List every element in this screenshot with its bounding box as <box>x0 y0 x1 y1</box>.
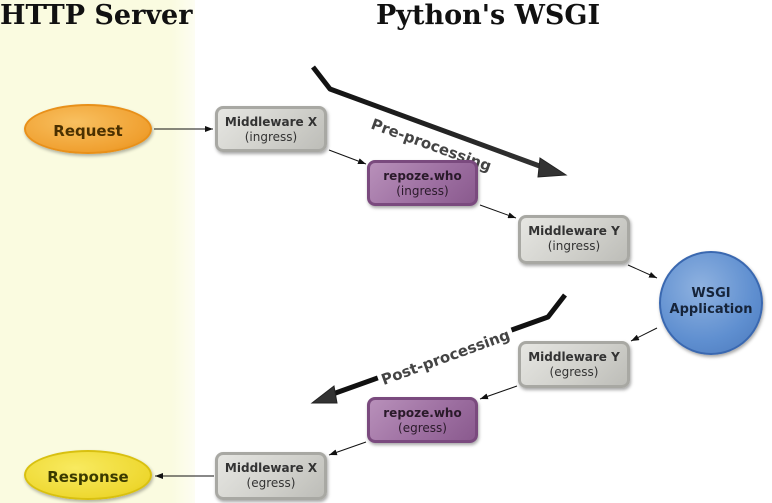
middleware-x-egress-node: Middleware X (egress) <box>215 452 327 500</box>
repoze-who-egress-node: repoze.who (egress) <box>367 397 478 443</box>
wsgi-application-node: WSGI Application <box>659 251 763 355</box>
arrow-repoze-to-mwx <box>328 441 367 456</box>
arrow-repoze-to-mwy <box>479 204 517 219</box>
response-node: Response <box>24 450 152 500</box>
middleware-x-ingress-node: Middleware X (ingress) <box>215 106 327 152</box>
node-phase: (egress) <box>549 365 599 379</box>
node-phase: (egress) <box>398 421 447 435</box>
node-phase: (ingress) <box>547 239 601 253</box>
arrow-mwx-to-repoze <box>328 149 367 165</box>
pre-processing-arrow <box>311 65 546 171</box>
node-name: repoze.who <box>383 406 462 420</box>
python-wsgi-heading: Python's WSGI <box>376 0 601 31</box>
post-processing-arrowhead <box>310 385 338 404</box>
pre-processing-arrowhead <box>537 157 568 178</box>
node-phase: (egress) <box>246 476 296 490</box>
repoze-who-ingress-node: repoze.who (ingress) <box>367 160 478 206</box>
arrow-mwy-to-app <box>627 264 658 279</box>
node-name: Middleware Y <box>528 350 620 364</box>
http-server-heading: HTTP Server <box>0 0 193 31</box>
arrow-mwy-to-repoze <box>479 385 518 400</box>
node-phase: (ingress) <box>244 130 298 144</box>
middleware-y-egress-node: Middleware Y (egress) <box>518 341 630 388</box>
app-label-line2: Application <box>669 302 753 317</box>
node-name: Middleware Y <box>528 224 620 238</box>
response-label: Response <box>47 468 129 486</box>
node-name: repoze.who <box>383 169 462 183</box>
node-name: Middleware X <box>224 461 318 475</box>
http-server-region <box>0 0 195 503</box>
request-node: Request <box>24 104 152 154</box>
node-phase: (ingress) <box>396 184 449 198</box>
node-name: Middleware X <box>224 115 318 129</box>
request-label: Request <box>53 122 123 140</box>
middleware-y-ingress-node: Middleware Y (ingress) <box>518 215 630 264</box>
arrow-app-to-mwy <box>630 327 658 342</box>
app-label-line1: WSGI <box>691 286 731 301</box>
